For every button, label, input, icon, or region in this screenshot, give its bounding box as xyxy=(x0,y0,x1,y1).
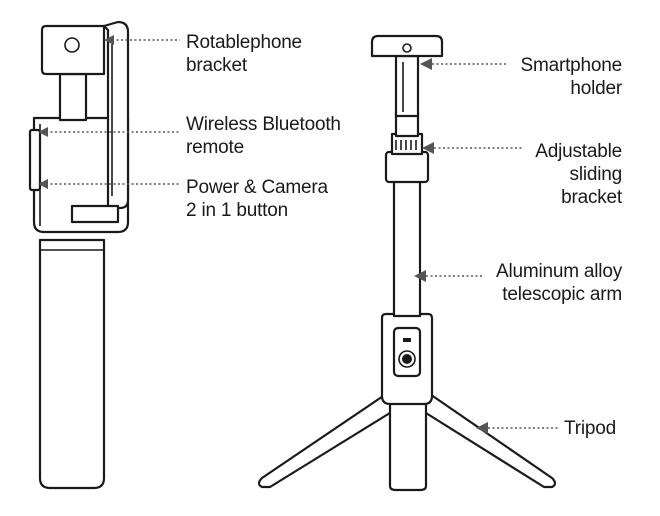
clamp-stem xyxy=(58,72,88,122)
joint-teeth xyxy=(395,140,417,150)
tripod-leg-right xyxy=(416,388,557,489)
arrow-telescopic-arm xyxy=(414,270,426,282)
label-telescopic-arm-line1: Aluminum alloy xyxy=(495,261,622,282)
label-sliding-bracket-line2: sliding xyxy=(569,164,623,185)
arrow-power-camera xyxy=(38,179,48,189)
label-rotatable-bracket-line1: Rotablephone xyxy=(186,32,302,53)
remote-button xyxy=(402,354,412,364)
label-sliding-bracket-line3: bracket xyxy=(561,187,622,208)
label-telescopic-arm: Aluminum alloy telescopic arm xyxy=(496,260,622,306)
label-sliding-bracket: Adjustable sliding bracket xyxy=(535,140,622,209)
arrow-smartphone-holder xyxy=(420,58,432,70)
label-power-camera: Power & Camera 2 in 1 button xyxy=(186,176,328,222)
arrow-tripod xyxy=(476,422,488,434)
label-power-camera-line2: 2 in 1 button xyxy=(186,200,288,221)
remote-button-ring xyxy=(398,350,416,368)
label-telescopic-arm-line2: telescopic arm xyxy=(502,284,622,305)
label-sliding-bracket-line1: Adjustable xyxy=(535,141,622,162)
label-bluetooth-remote-line2: remote xyxy=(186,137,244,158)
arrow-rotatable-bracket xyxy=(104,35,114,45)
bracket-foot xyxy=(70,204,120,224)
remote-slot xyxy=(392,326,422,378)
tripod-leg-left xyxy=(257,388,400,489)
telescopic-arm-lower xyxy=(392,178,422,318)
label-smartphone-holder: Smartphone holder xyxy=(520,54,622,100)
bracket-screw xyxy=(64,37,80,53)
tripod-leg-center xyxy=(388,396,428,492)
leader-lines xyxy=(38,35,558,434)
label-tripod: Tripod xyxy=(564,417,616,440)
remote-indicator xyxy=(403,338,411,342)
main-body xyxy=(32,116,130,234)
label-rotatable-bracket-line2: bracket xyxy=(186,55,247,76)
holder-pivot xyxy=(402,43,412,53)
label-smartphone-holder-line1: Smartphone xyxy=(520,55,622,76)
arrow-sliding-bracket xyxy=(422,142,434,154)
tripod-selfie-stick xyxy=(257,34,557,492)
sliding-bracket-collar xyxy=(384,150,430,184)
label-rotatable-bracket: Rotablephone bracket xyxy=(186,31,302,77)
label-tripod-line1: Tripod xyxy=(564,418,616,439)
rotatable-phone-bracket xyxy=(102,20,130,210)
label-bluetooth-remote: Wireless Bluetooth remote xyxy=(186,113,341,159)
bracket-head xyxy=(40,24,106,76)
bluetooth-remote-tab xyxy=(28,128,42,192)
label-bluetooth-remote-line1: Wireless Bluetooth xyxy=(186,114,341,135)
folded-selfie-stick xyxy=(28,20,130,490)
arrow-bluetooth-remote xyxy=(38,127,48,137)
holder-stem xyxy=(394,54,420,118)
label-power-camera-line1: Power & Camera xyxy=(186,177,328,198)
handle-body xyxy=(38,238,106,490)
label-smartphone-holder-line2: holder xyxy=(570,78,622,99)
smartphone-holder-clamp xyxy=(370,34,444,58)
